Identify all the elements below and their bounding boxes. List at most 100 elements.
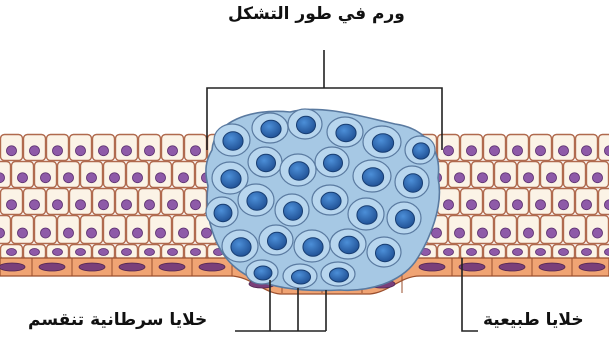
normal-cell-nucleus: [110, 228, 120, 238]
normal-cell-nucleus: [53, 146, 63, 156]
normal-cell-nucleus: [168, 146, 178, 156]
cancer-cell-nucleus: [413, 143, 430, 159]
cancer-cell-nucleus: [375, 244, 394, 261]
basal-cell-nucleus: [0, 263, 25, 271]
normal-cell-nucleus: [467, 200, 477, 210]
cancer-cell-nucleus: [261, 120, 281, 137]
normal-cell-nucleus: [145, 146, 155, 156]
cancer-cell-nucleus: [247, 192, 267, 211]
normal-cell-nucleus: [145, 200, 155, 210]
normal-cell-nucleus: [593, 173, 603, 183]
normal-cell-nucleus: [444, 146, 454, 156]
normal-cell-nucleus: [133, 228, 143, 238]
normal-cell-nucleus: [168, 249, 178, 256]
normal-cell-nucleus: [444, 249, 454, 256]
normal-cell-nucleus: [156, 228, 166, 238]
cancer-cell-nucleus: [336, 124, 356, 141]
cancer-cell-nucleus: [231, 238, 251, 257]
normal-cell-nucleus: [99, 200, 109, 210]
normal-cells-label: خلايا طبيعية: [483, 310, 584, 330]
normal-cell-nucleus: [53, 249, 63, 256]
normal-cell-nucleus: [64, 228, 74, 238]
normal-cell-nucleus: [513, 146, 523, 156]
dividing-cancer-cells-label: خلايا سرطانية تنقسم: [28, 310, 207, 330]
normal-cell-nucleus: [191, 249, 201, 256]
normal-cell-nucleus: [536, 200, 546, 210]
cancer-cell-nucleus: [372, 134, 393, 153]
cancer-cell-nucleus: [362, 168, 383, 187]
normal-cell-nucleus: [467, 249, 477, 256]
basal-cell-nucleus: [539, 263, 565, 271]
basal-cell-nucleus: [199, 263, 225, 271]
cancer-cell-nucleus: [303, 238, 323, 257]
basal-cell-nucleus: [419, 263, 445, 271]
normal-cell-nucleus: [53, 200, 63, 210]
normal-cell-nucleus: [524, 173, 534, 183]
normal-cell-nucleus: [30, 249, 40, 256]
normal-cell-nucleus: [133, 173, 143, 183]
cancer-cell-nucleus: [323, 154, 342, 171]
normal-cell-nucleus: [18, 228, 28, 238]
cancer-cell-nucleus: [329, 268, 348, 282]
normal-cell-nucleus: [122, 146, 132, 156]
basal-cell-nucleus: [119, 263, 145, 271]
tumor-forming-label: ورم في طور التشكل: [228, 4, 405, 24]
normal-cell-nucleus: [490, 249, 500, 256]
cancer-cell-nucleus: [254, 266, 272, 280]
cancer-cell-nucleus: [267, 232, 286, 249]
normal-cell-nucleus: [7, 146, 17, 156]
normal-cell-nucleus: [30, 200, 40, 210]
normal-cell-nucleus: [110, 173, 120, 183]
normal-cell-nucleus: [76, 249, 86, 256]
normal-cell-nucleus: [490, 146, 500, 156]
normal-cell-nucleus: [570, 173, 580, 183]
cancer-cell-nucleus: [256, 154, 275, 171]
normal-cell-nucleus: [191, 200, 201, 210]
cancer-cell-nucleus: [403, 174, 422, 193]
normal-cell-nucleus: [202, 228, 212, 238]
normal-cell-nucleus: [76, 146, 86, 156]
normal-cell-nucleus: [501, 173, 511, 183]
normal-cell-nucleus: [99, 249, 109, 256]
normal-cell-nucleus: [87, 228, 97, 238]
normal-cell-nucleus: [122, 200, 132, 210]
cancer-cell-nucleus: [296, 116, 315, 133]
cancer-cell-nucleus: [339, 236, 359, 253]
normal-cell-nucleus: [524, 228, 534, 238]
normal-cell-nucleus: [156, 173, 166, 183]
normal-cell-nucleus: [41, 173, 51, 183]
normal-cell-nucleus: [444, 200, 454, 210]
cancer-cell-nucleus: [357, 206, 377, 225]
normal-cell-nucleus: [501, 228, 511, 238]
cancer-cell-nucleus: [223, 132, 243, 151]
normal-cell-nucleus: [467, 146, 477, 156]
normal-cell-nucleus: [455, 228, 465, 238]
normal-cell-nucleus: [593, 228, 603, 238]
normal-cell-nucleus: [191, 146, 201, 156]
normal-cell-nucleus: [547, 228, 557, 238]
normal-cell-nucleus: [179, 173, 189, 183]
normal-cell-nucleus: [582, 146, 592, 156]
normal-cell-nucleus: [87, 173, 97, 183]
normal-cell-nucleus: [559, 249, 569, 256]
basal-cell-nucleus: [579, 263, 605, 271]
normal-cell-nucleus: [179, 228, 189, 238]
normal-cell-nucleus: [559, 146, 569, 156]
normal-cell-nucleus: [478, 228, 488, 238]
normal-cell-nucleus: [513, 249, 523, 256]
normal-cell-nucleus: [490, 200, 500, 210]
normal-cell-nucleus: [570, 228, 580, 238]
basal-cell-nucleus: [79, 263, 105, 271]
normal-cell-nucleus: [145, 249, 155, 256]
cancer-cell-nucleus: [321, 192, 341, 209]
normal-cell-nucleus: [99, 146, 109, 156]
normal-cell-nucleus: [582, 200, 592, 210]
cancer-cell-nucleus: [289, 162, 309, 181]
normal-cell-nucleus: [432, 228, 442, 238]
normal-cell-nucleus: [30, 146, 40, 156]
normal-cell-nucleus: [18, 173, 28, 183]
normal-cell-nucleus: [7, 200, 17, 210]
cancer-cell-nucleus: [283, 202, 302, 221]
normal-cell-nucleus: [559, 200, 569, 210]
normal-cell-nucleus: [478, 173, 488, 183]
